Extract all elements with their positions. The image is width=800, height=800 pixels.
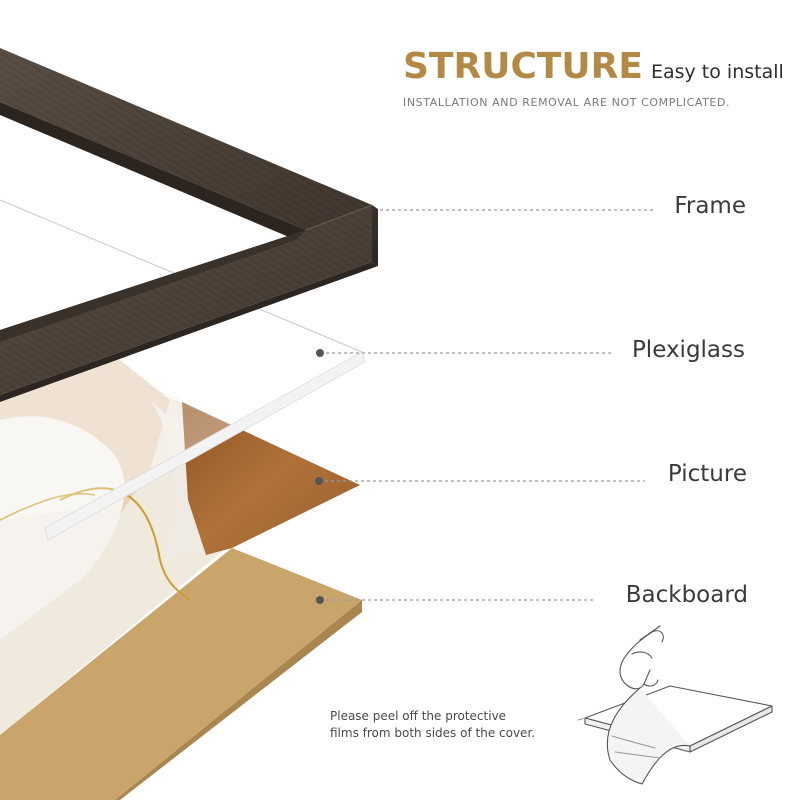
tagline: INSTALLATION AND REMOVAL ARE NOT COMPLIC… bbox=[403, 96, 730, 109]
backboard-dot bbox=[316, 596, 324, 604]
picture-label: Picture bbox=[668, 461, 747, 487]
headline: STRUCTURE Easy to install bbox=[403, 46, 784, 87]
hand-peeling-film-icon bbox=[578, 626, 772, 784]
page-title: STRUCTURE bbox=[403, 46, 643, 87]
plexiglass-dot bbox=[316, 349, 324, 357]
frame-label: Frame bbox=[674, 193, 746, 219]
picture-dot bbox=[315, 477, 323, 485]
peel-instruction-note: Please peel off the protective films fro… bbox=[330, 708, 535, 742]
backboard-label: Backboard bbox=[626, 582, 748, 608]
plexiglass-label: Plexiglass bbox=[632, 337, 745, 363]
peel-instruction-line-1: Please peel off the protective bbox=[330, 708, 535, 725]
page-subtitle: Easy to install bbox=[651, 61, 784, 83]
peel-instruction-line-2: films from both sides of the cover. bbox=[330, 725, 535, 742]
